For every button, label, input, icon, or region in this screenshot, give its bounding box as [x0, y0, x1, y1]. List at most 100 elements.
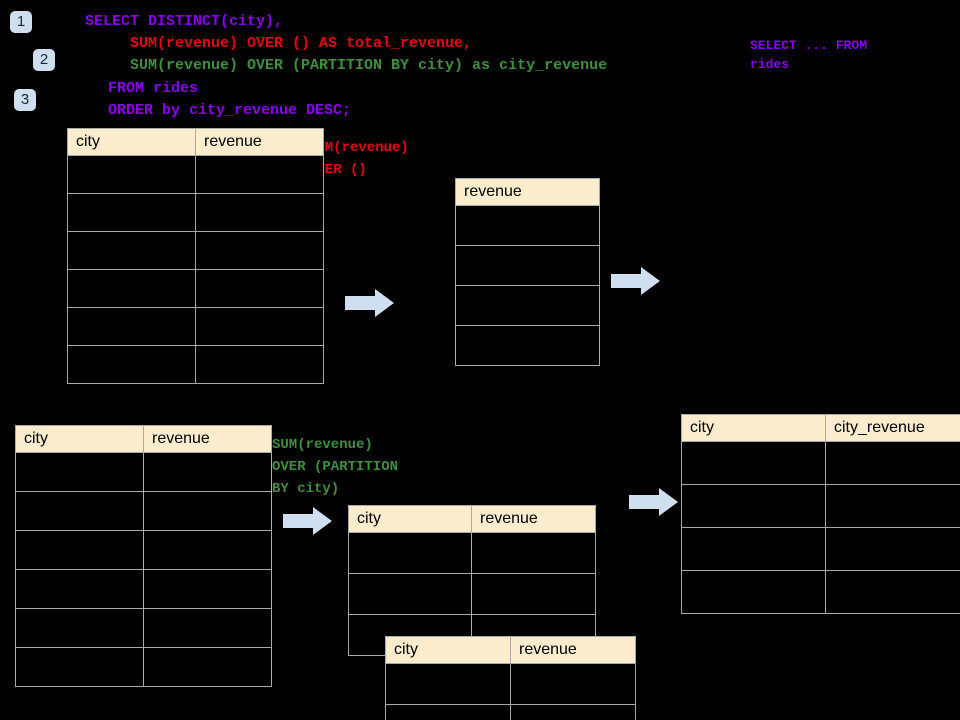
table-cell [681, 441, 826, 485]
column-header-city: city [681, 414, 826, 442]
table-cell [681, 570, 826, 614]
table-cell [15, 491, 144, 531]
column-header-city: city [15, 425, 144, 453]
table-cell [143, 491, 272, 531]
table-header-row: revenue [455, 178, 600, 206]
table-cell [15, 452, 144, 492]
column-header-revenue: revenue [471, 505, 596, 533]
table-cell [195, 231, 324, 270]
table-cell [67, 269, 196, 308]
table-cell [195, 269, 324, 308]
table-row [15, 452, 272, 492]
table-cell [67, 307, 196, 346]
table-row [67, 307, 324, 346]
table-cell [143, 452, 272, 492]
column-header-revenue: revenue [510, 636, 636, 664]
column-header-city: city [67, 128, 196, 156]
query-line-city-revenue: SUM(revenue) OVER (PARTITION BY city) as… [130, 57, 608, 74]
table-row [15, 608, 272, 648]
table-header-row: city revenue [348, 505, 596, 533]
table-total-revenue: revenue [455, 178, 600, 366]
table-cell [385, 704, 511, 720]
query-line-order-by: ORDER by city_revenue DESC; [108, 102, 352, 119]
table-row [67, 155, 324, 194]
table-cell [143, 569, 272, 609]
table-cell [455, 205, 600, 246]
table-row [67, 193, 324, 232]
table-cell [471, 532, 596, 574]
column-header-revenue: revenue [143, 425, 272, 453]
table-cell [825, 570, 960, 614]
table-cell [825, 441, 960, 485]
table-cell [825, 527, 960, 571]
table-row [455, 325, 600, 366]
query-line-total-revenue: SUM(revenue) OVER () AS total_revenue, [130, 35, 473, 52]
table-cell [195, 193, 324, 232]
table-header-row: city revenue [67, 128, 324, 156]
query-line-from: FROM rides [108, 80, 199, 97]
annotation-sum-over-partition: SUM(revenue) OVER (PARTITION BY city) [272, 437, 399, 497]
table-partition-back: city revenue [348, 505, 596, 656]
table-cell [348, 532, 472, 574]
table-row [455, 205, 600, 246]
table-cell [15, 647, 144, 687]
table-row [681, 570, 960, 614]
table-cell [143, 530, 272, 570]
table-row [681, 527, 960, 571]
table-cell [67, 193, 196, 232]
table-cell [455, 325, 600, 366]
table-row [15, 569, 272, 609]
table-row [15, 647, 272, 687]
column-header-city-revenue: city_revenue [825, 414, 960, 442]
arrow-source-to-partition [283, 507, 332, 535]
table-result: city city_revenue [681, 414, 960, 614]
table-header-row: city revenue [15, 425, 272, 453]
column-header-city: city [348, 505, 472, 533]
table-header-row: city revenue [385, 636, 636, 664]
table-source-bottom: city revenue [15, 425, 272, 687]
step-badge-3: 3 [14, 89, 36, 111]
query-line-select: SELECT DISTINCT(city), [85, 13, 284, 30]
table-row [385, 663, 636, 705]
table-row [67, 345, 324, 384]
table-cell [143, 647, 272, 687]
table-cell [15, 569, 144, 609]
table-cell [825, 484, 960, 528]
table-row [455, 245, 600, 286]
table-cell [195, 155, 324, 194]
table-source-top: city revenue [67, 128, 324, 384]
table-cell [510, 704, 636, 720]
table-cell [348, 573, 472, 615]
arrow-partition-to-result [629, 488, 678, 516]
column-header-revenue: revenue [455, 178, 600, 206]
table-cell [195, 345, 324, 384]
step-badge-2: 2 [33, 49, 55, 71]
table-cell [385, 663, 511, 705]
table-row [67, 269, 324, 308]
table-cell [455, 285, 600, 326]
table-row [67, 231, 324, 270]
step-badge-1: 1 [10, 11, 32, 33]
table-partition-front: city revenue [385, 636, 636, 720]
table-row [681, 441, 960, 485]
table-cell [15, 608, 144, 648]
table-cell [455, 245, 600, 286]
table-cell [67, 345, 196, 384]
table-row [15, 491, 272, 531]
column-header-revenue: revenue [195, 128, 324, 156]
table-row [348, 573, 596, 615]
table-row [455, 285, 600, 326]
table-cell [15, 530, 144, 570]
table-cell [67, 155, 196, 194]
table-row [15, 530, 272, 570]
table-header-row: city city_revenue [681, 414, 960, 442]
table-row [681, 484, 960, 528]
table-row [348, 532, 596, 574]
table-cell [510, 663, 636, 705]
column-header-city: city [385, 636, 511, 664]
annotation-select-from-rides: SELECT ... FROM rides [750, 38, 868, 72]
arrow-source-to-total [345, 289, 394, 317]
table-cell [195, 307, 324, 346]
table-cell [681, 527, 826, 571]
